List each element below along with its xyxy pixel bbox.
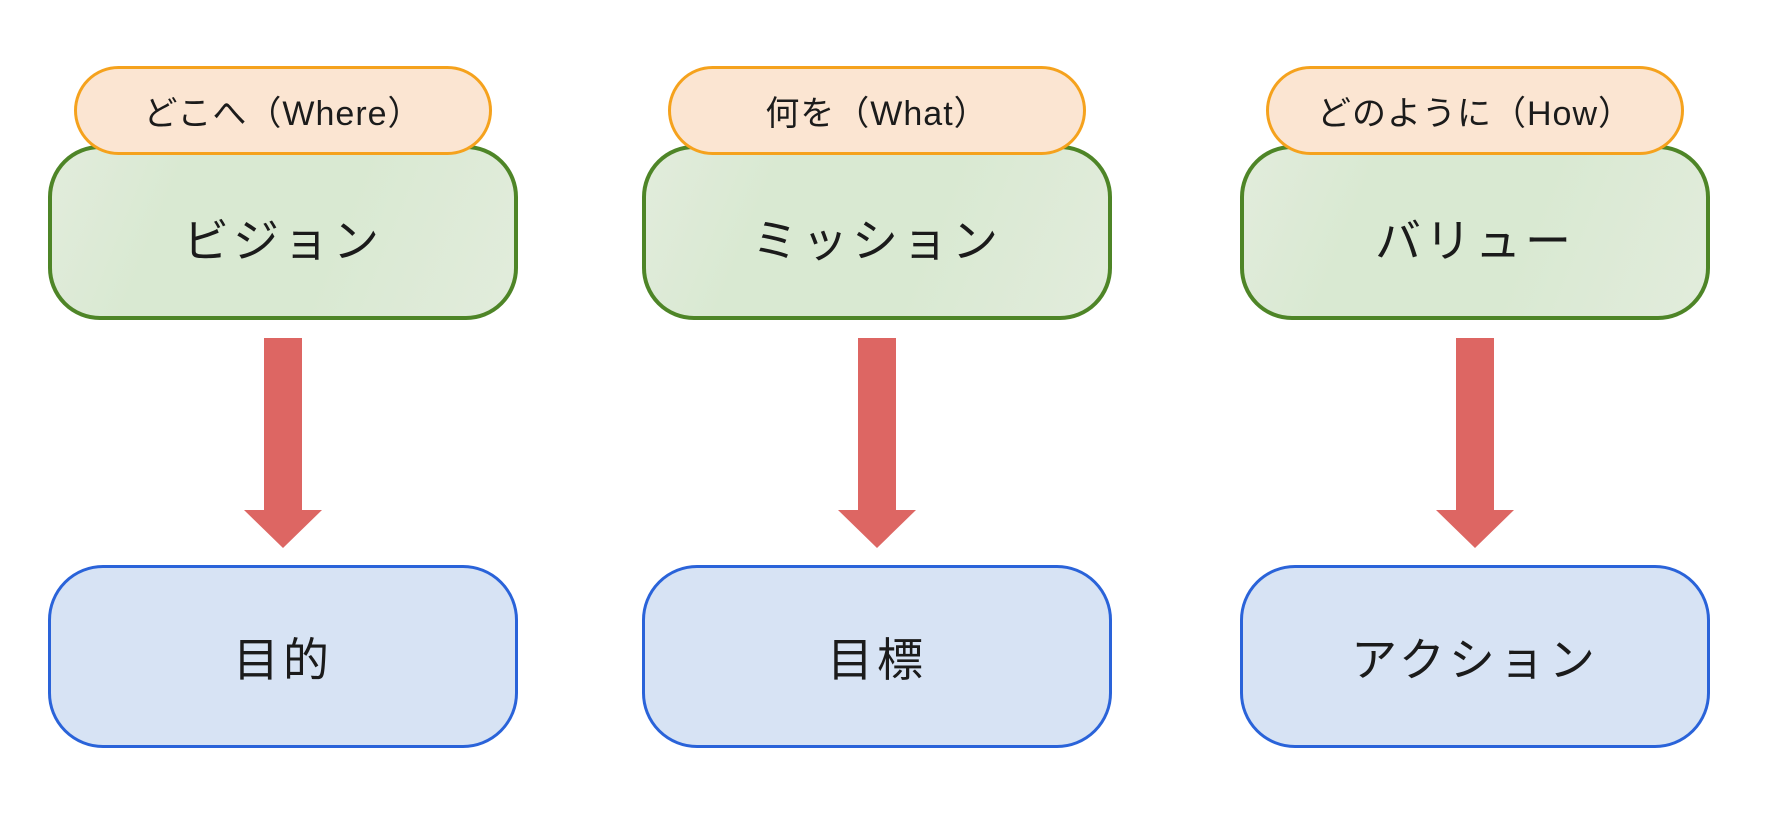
- concept-label: ビジョン: [183, 214, 383, 267]
- down-arrow-icon: [244, 338, 322, 548]
- question-pill-label: どのように（How）: [1316, 95, 1634, 133]
- outcome-label: 目的: [233, 633, 333, 686]
- question-pill-how: どのように（How）: [1266, 66, 1684, 155]
- column-vision: どこへ（Where） ビジョン 目的: [48, 0, 518, 826]
- column-mission: 何を（What） ミッション 目標: [642, 0, 1112, 826]
- question-pill-label: 何を（What）: [765, 95, 989, 133]
- outcome-label: 目標: [827, 633, 927, 686]
- question-pill-where: どこへ（Where）: [74, 66, 492, 155]
- concept-box-value: バリュー: [1240, 145, 1710, 320]
- outcome-box-action: アクション: [1240, 565, 1710, 748]
- question-pill-what: 何を（What）: [668, 66, 1086, 155]
- concept-box-mission: ミッション: [642, 145, 1112, 320]
- down-arrow-icon: [1436, 338, 1514, 548]
- concept-label: バリュー: [1375, 214, 1575, 267]
- concept-box-vision: ビジョン: [48, 145, 518, 320]
- question-pill-label: どこへ（Where）: [143, 95, 423, 133]
- column-value: どのように（How） バリュー アクション: [1240, 0, 1710, 826]
- outcome-box-purpose: 目的: [48, 565, 518, 748]
- outcome-box-goal: 目標: [642, 565, 1112, 748]
- down-arrow-icon: [838, 338, 916, 548]
- concept-label: ミッション: [752, 214, 1002, 267]
- outcome-label: アクション: [1351, 633, 1599, 686]
